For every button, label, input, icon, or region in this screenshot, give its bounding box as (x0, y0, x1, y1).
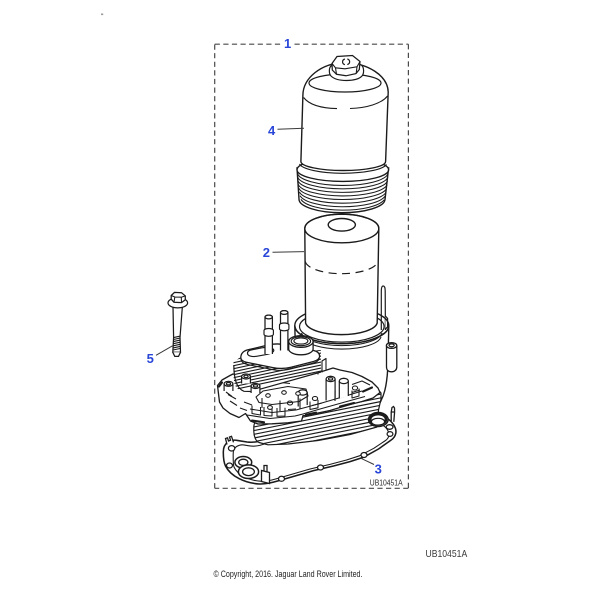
svg-text:UB10451A: UB10451A (426, 549, 468, 560)
svg-text:3: 3 (375, 462, 382, 477)
svg-text:4: 4 (268, 123, 276, 138)
svg-text:5: 5 (147, 351, 154, 366)
svg-text:2: 2 (263, 245, 270, 260)
svg-text:1: 1 (284, 36, 291, 51)
svg-text:UB10451A: UB10451A (370, 479, 403, 488)
svg-text:© Copyright, 2016. Jaguar Land: © Copyright, 2016. Jaguar Land Rover Lim… (214, 569, 363, 579)
